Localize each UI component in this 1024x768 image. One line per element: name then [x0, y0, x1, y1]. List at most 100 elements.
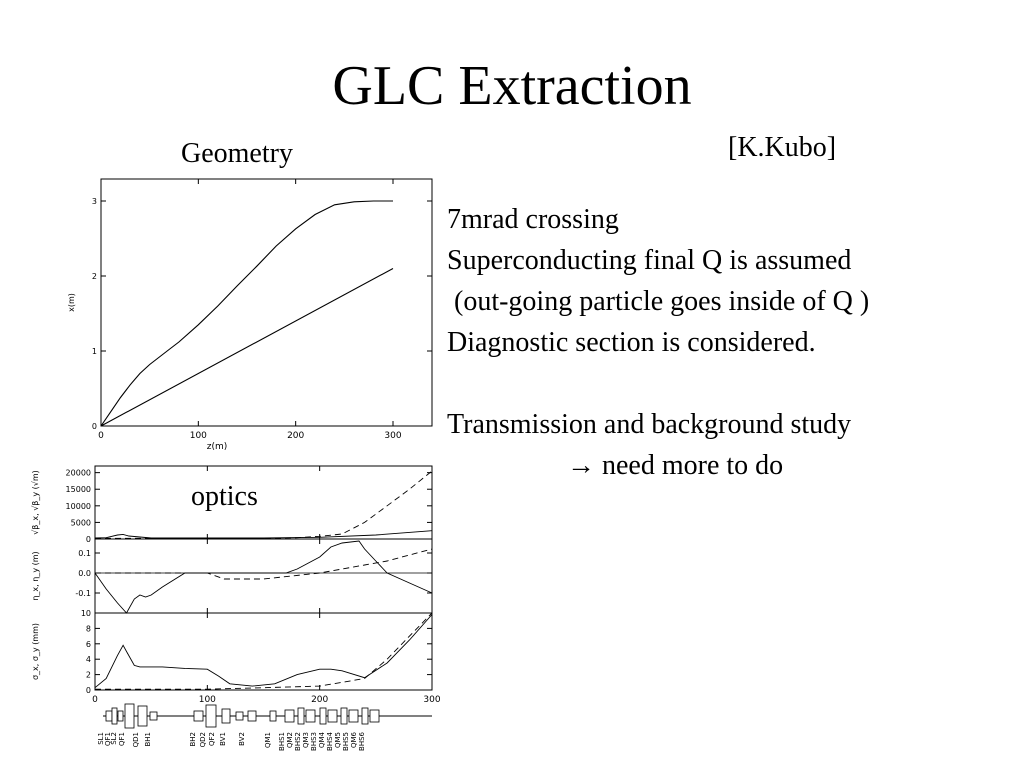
- plot-frame: [94, 465, 433, 540]
- lattice-element: [105, 710, 113, 722]
- lattice-element: [327, 709, 338, 723]
- optics-label: optics: [191, 481, 258, 512]
- bullet-line: (out-going particle goes inside of Q ): [447, 286, 870, 317]
- lattice-label: QF1: [118, 732, 126, 746]
- lattice-label: SL1: [97, 732, 105, 745]
- bullet-line: Superconducting final Q is assumed: [447, 245, 852, 276]
- right-arrow-icon: →: [567, 450, 595, 481]
- series-line: [100, 200, 393, 427]
- x-tick-label: 0: [92, 695, 98, 705]
- lattice-element: [193, 710, 204, 722]
- bullet-line: 7mrad crossing: [447, 204, 619, 235]
- lattice-label: BH2: [189, 732, 197, 747]
- lattice-label: QD1: [132, 732, 140, 747]
- lattice-label: BHS2: [294, 732, 302, 751]
- y-tick-label: 2: [86, 671, 91, 680]
- y-tick-label: 4: [86, 655, 91, 664]
- bullet-line: Transmission and background study: [447, 409, 852, 440]
- series-line: [95, 548, 433, 580]
- y-axis-label: x(m): [67, 293, 76, 312]
- geometry-label: Geometry: [181, 138, 293, 169]
- x-tick-label: 0: [98, 431, 104, 441]
- y-tick-label: 0: [86, 686, 91, 695]
- lattice-element: [305, 709, 316, 723]
- y-tick-label: 5000: [71, 518, 91, 527]
- lattice-label: BHS5: [342, 732, 350, 751]
- lattice-element: [221, 708, 231, 724]
- lattice-element: [149, 711, 158, 721]
- lattice-label: QM2: [286, 732, 294, 748]
- slide-title: GLC Extraction: [332, 55, 692, 117]
- lattice-element: [340, 707, 348, 725]
- lattice-element: [369, 709, 380, 723]
- y-axis-label: σ_x, σ_y (mm): [31, 623, 40, 680]
- lattice-label: BV1: [219, 732, 227, 746]
- x-tick-label: 200: [311, 695, 328, 705]
- y-tick-label: 3: [92, 197, 97, 206]
- lattice-element: [348, 709, 359, 723]
- lattice-element: [297, 707, 305, 725]
- lattice-label: BH1: [144, 732, 152, 747]
- lattice-label: QD2: [199, 732, 207, 747]
- series-line: [94, 614, 433, 689]
- lattice-element: [124, 703, 135, 729]
- lattice-element: [361, 707, 369, 725]
- lattice-element: [269, 710, 277, 722]
- lattice-element: [319, 707, 327, 725]
- x-tick-label: 100: [199, 695, 216, 705]
- series-line: [94, 540, 433, 614]
- lattice-label: QF2: [208, 732, 216, 746]
- y-tick-label: 10000: [66, 502, 91, 511]
- lattice-label: SL2: [110, 732, 118, 745]
- bullet-list: 7mrad crossing Superconducting final Q i…: [447, 199, 869, 486]
- lattice-element: [137, 705, 148, 727]
- y-tick-label: 2: [92, 272, 97, 281]
- lattice-label: QM5: [334, 732, 342, 748]
- lattice-label: BHS1: [278, 732, 286, 751]
- y-tick-label: 1: [92, 347, 97, 356]
- lattice-element: [235, 711, 244, 721]
- x-axis-label: z(m): [207, 442, 228, 452]
- x-tick-label: 300: [423, 695, 440, 705]
- x-tick-label: 300: [384, 431, 401, 441]
- lattice-label: BHS6: [358, 731, 366, 751]
- y-axis-label: η_x, η_y (m): [31, 551, 40, 600]
- plot-frame: [100, 178, 433, 427]
- y-tick-label: 0.1: [78, 549, 91, 558]
- lattice-label: QM4: [318, 731, 326, 748]
- lattice-label: QM6: [350, 731, 358, 748]
- plot-frame: [94, 612, 433, 691]
- y-tick-label: 0: [92, 422, 97, 431]
- x-tick-label: 200: [287, 431, 304, 441]
- series-line: [94, 530, 433, 539]
- y-tick-label: 0.0: [78, 569, 91, 578]
- bullet-line: Diagnostic section is considered.: [447, 327, 816, 358]
- lattice-label: BHS3: [310, 732, 318, 751]
- lattice-element: [247, 710, 257, 722]
- y-tick-label: 10: [81, 609, 91, 618]
- followup-line: → need more to do: [447, 445, 869, 486]
- author-credit: [K.Kubo]: [728, 132, 837, 163]
- lattice-label: QM3: [302, 732, 310, 748]
- followup-text: need more to do: [595, 450, 784, 481]
- lattice-label: BV2: [238, 732, 246, 746]
- series-line: [100, 268, 394, 427]
- lattice-label: QF1: [104, 732, 112, 746]
- y-axis-label: √β_x, √β_y (√m): [31, 470, 40, 535]
- y-tick-label: 6: [86, 640, 91, 649]
- lattice-label: QM1: [264, 732, 272, 748]
- plot-frame: [94, 538, 433, 614]
- y-tick-label: -0.1: [75, 589, 91, 598]
- lattice-label: BHS4: [326, 731, 334, 751]
- lattice-element: [111, 707, 118, 725]
- y-tick-label: 8: [86, 624, 91, 633]
- lattice-element: [284, 709, 295, 723]
- lattice-element: [205, 704, 217, 728]
- y-tick-label: 0: [86, 535, 91, 544]
- series-line: [95, 612, 433, 690]
- y-tick-label: 15000: [66, 485, 91, 494]
- series-line: [95, 470, 433, 539]
- lattice-element: [117, 710, 124, 722]
- y-tick-label: 20000: [66, 469, 91, 478]
